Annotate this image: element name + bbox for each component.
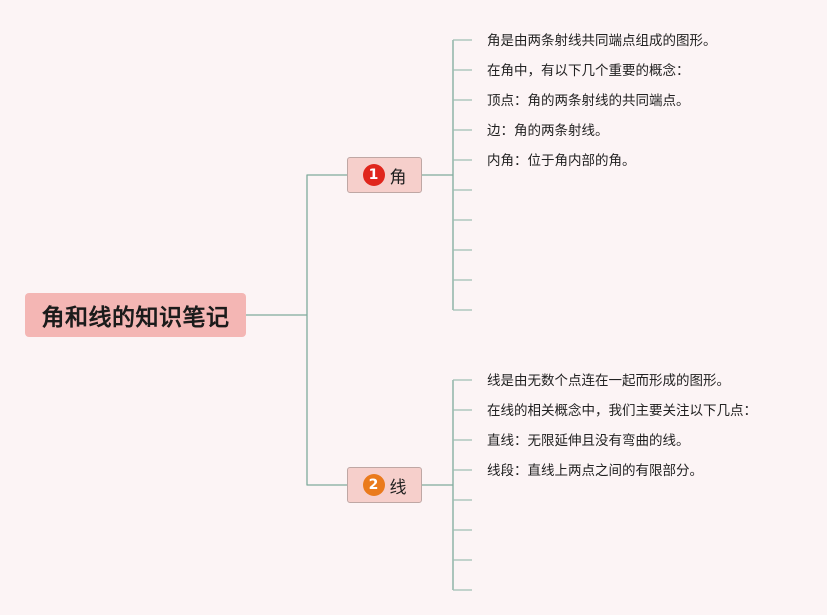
leaf-topic[interactable]: 顶点：角的两条射线的共同端点。 — [487, 93, 690, 109]
branch-2-leaf-ticks — [453, 379, 472, 591]
root-topic-label: 角和线的知识笔记 — [41, 305, 230, 331]
number-badge-1: 1 — [362, 164, 385, 186]
branch-topic-angle[interactable]: 1 角 — [347, 157, 422, 193]
leaf-topic[interactable]: 角是由两条射线共同端点组成的图形。 — [487, 33, 717, 49]
number-badge-2: 2 — [362, 474, 385, 496]
leaf-topic[interactable]: 直线：无限延伸且没有弯曲的线。 — [487, 433, 690, 449]
branch-topic-line[interactable]: 2 线 — [347, 467, 422, 503]
branch-topic-label: 线 — [389, 477, 407, 498]
leaf-topic[interactable]: 边：角的两条射线。 — [487, 123, 609, 139]
branch-topic-label: 角 — [389, 167, 407, 188]
root-topic[interactable]: 角和线的知识笔记 — [25, 293, 246, 337]
branch-1-leaf-ticks — [453, 39, 472, 311]
leaf-topic[interactable]: 在线的相关概念中，我们主要关注以下几点： — [487, 403, 757, 419]
leaf-topic[interactable]: 线段：直线上两点之间的有限部分。 — [487, 463, 703, 479]
leaf-topic[interactable]: 线是由无数个点连在一起而形成的图形。 — [487, 373, 730, 389]
leaf-topic[interactable]: 内角：位于角内部的角。 — [487, 153, 636, 169]
leaf-topic[interactable]: 在角中，有以下几个重要的概念： — [487, 63, 690, 79]
